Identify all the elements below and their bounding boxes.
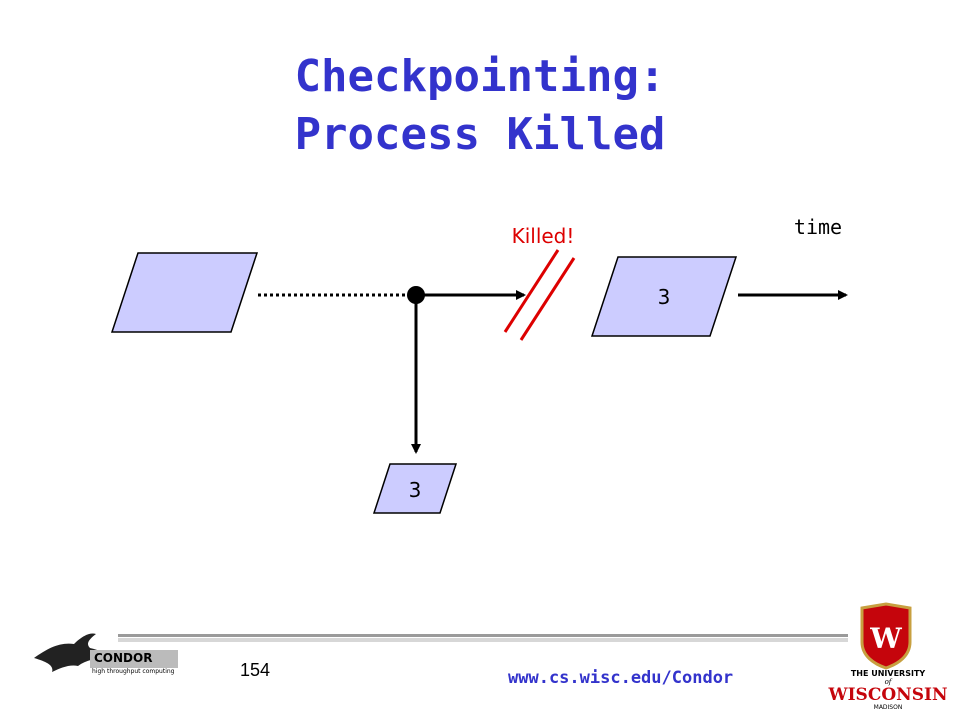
kill-slash-1 bbox=[503, 249, 560, 333]
initial-process-box bbox=[110, 252, 259, 333]
kill-slash-2 bbox=[519, 257, 576, 341]
killed-label: Killed! bbox=[512, 224, 575, 248]
condor-logo: CONDOR high throughput computing bbox=[34, 633, 178, 675]
title-line-1: Checkpointing: bbox=[294, 51, 666, 102]
uw-line-1: THE UNIVERSITY bbox=[851, 669, 926, 678]
uw-line-3: MADISON bbox=[874, 704, 903, 711]
slide-title: Checkpointing: Process Killed bbox=[0, 48, 960, 164]
checkpoint-box bbox=[372, 463, 458, 514]
checkpoint-box-label: 3 bbox=[409, 478, 422, 502]
running-process-box bbox=[590, 256, 738, 337]
condor-logo-tagline: high throughput computing bbox=[92, 668, 175, 675]
uw-line-2: WISCONSIN bbox=[828, 685, 948, 705]
uw-of: of bbox=[885, 678, 893, 686]
uw-madison-logo: W THE UNIVERSITY of WISCONSIN MADISON bbox=[828, 602, 948, 711]
running-process-label: 3 bbox=[658, 285, 671, 309]
footer-url[interactable]: www.cs.wisc.edu/Condor bbox=[508, 668, 734, 688]
title-line-2: Process Killed bbox=[294, 109, 666, 160]
time-label: time bbox=[794, 215, 842, 239]
footer-divider bbox=[118, 633, 848, 645]
condor-logo-text: CONDOR bbox=[94, 651, 152, 665]
uw-crest-letter: W bbox=[869, 622, 902, 655]
page-number: 154 bbox=[240, 660, 271, 680]
